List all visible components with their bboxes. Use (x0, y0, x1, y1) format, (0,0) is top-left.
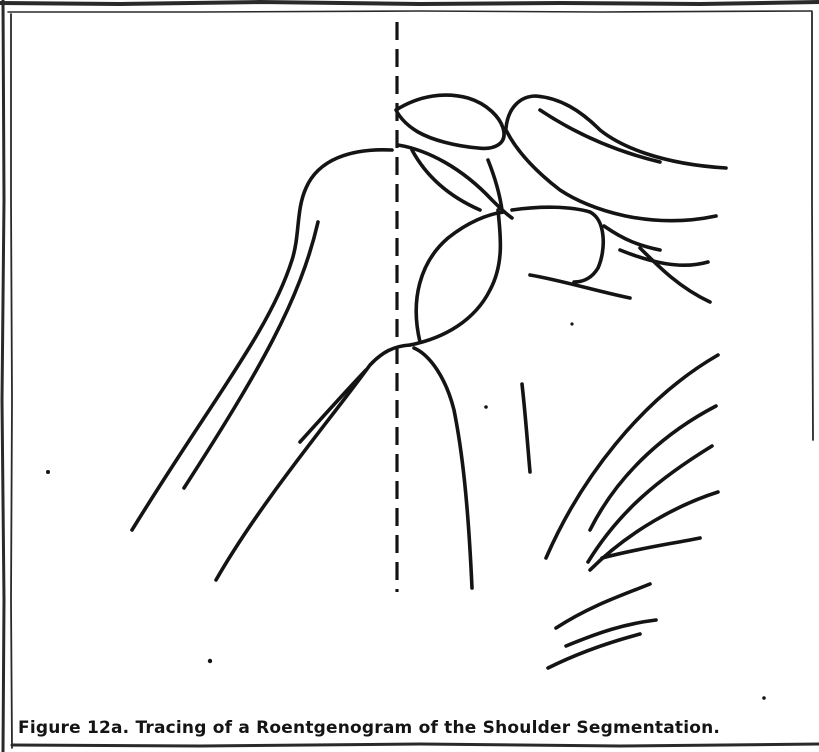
spine-of-scapula-line (530, 275, 630, 298)
rib-line-2 (590, 406, 716, 530)
humerus-medial-second-line (300, 370, 366, 442)
speck (484, 405, 488, 409)
rib-line-6 (556, 584, 650, 628)
speck (208, 659, 212, 663)
scapula-lateral-border (522, 384, 530, 472)
frame-right-edge (812, 12, 813, 440)
scapula-upper-line (620, 250, 708, 265)
glenoid-articular-curve (410, 210, 500, 345)
humerus-medial-contour (216, 345, 410, 580)
coracoid-tip-line (604, 226, 660, 250)
frame-top-edge (0, 2, 819, 4)
bone-outline-strokes (132, 95, 726, 668)
speck (570, 322, 573, 325)
frame-top-inner-line (8, 11, 812, 12)
figure-caption: Figure 12a. Tracing of a Roentgenogram o… (18, 715, 808, 741)
scan-speckles (46, 322, 766, 699)
scapula-border-line (640, 248, 710, 302)
clavicle-mid-line (540, 110, 660, 162)
humerus-cortex-line (184, 222, 318, 488)
humerus-lateral-contour (132, 150, 392, 530)
frame-left-inner (11, 14, 12, 748)
frame-left-outer (2, 0, 4, 752)
speck (46, 470, 50, 474)
acromion-outline (396, 95, 504, 148)
speck (762, 696, 766, 700)
frame-bottom-edge (12, 744, 819, 746)
coracoid-process (512, 207, 603, 282)
clavicle-outline (506, 96, 726, 168)
rib-line-8 (548, 634, 640, 668)
glenoid-neck-line (414, 348, 472, 588)
